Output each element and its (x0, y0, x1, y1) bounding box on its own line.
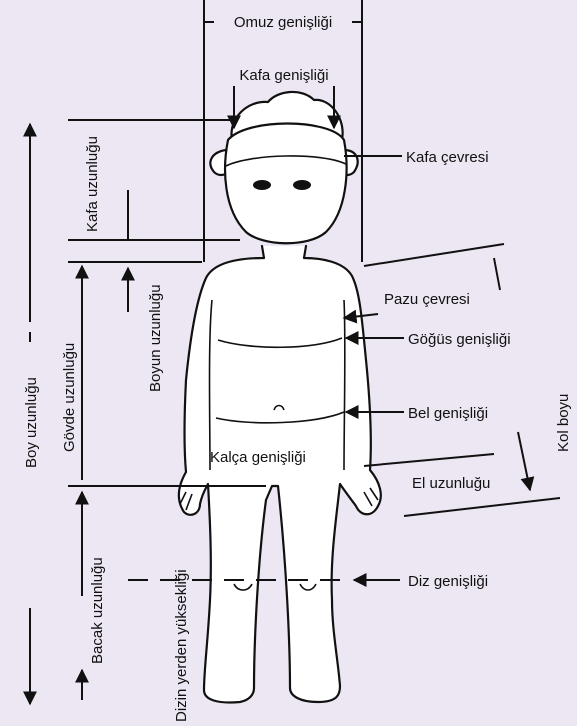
label-hand-length: El uzunluğu (412, 475, 490, 492)
label-waist-width: Bel genişliği (408, 405, 488, 422)
label-knee-height: Dizin yerden yüksekliği (173, 569, 190, 722)
label-arm-length: Kol boyu (555, 394, 572, 452)
label-leg-length: Bacak uzunluğu (89, 557, 106, 664)
left-eye (253, 180, 271, 190)
label-hip-width: Kalça genişliği (210, 449, 306, 466)
right-arm-inner (344, 300, 345, 470)
label-shoulder-width: Omuz genişliği (234, 14, 332, 31)
label-neck-length: Boyun uzunluğu (147, 284, 164, 392)
label-head-width: Kafa genişliği (239, 67, 328, 84)
body-outline (179, 246, 381, 703)
label-chest-width: Göğüs genişliği (408, 331, 511, 348)
label-torso-length: Gövde uzunluğu (61, 343, 78, 452)
label-knee-width: Diz genişliği (408, 573, 488, 590)
label-head-length: Kafa uzunluğu (84, 136, 101, 232)
label-head-circumference: Kafa çevresi (406, 149, 489, 166)
child-figure (179, 92, 381, 703)
face (225, 124, 346, 244)
label-biceps: Pazu çevresi (384, 291, 470, 308)
right-eye (293, 180, 311, 190)
label-height: Boy uzunluğu (23, 377, 40, 468)
